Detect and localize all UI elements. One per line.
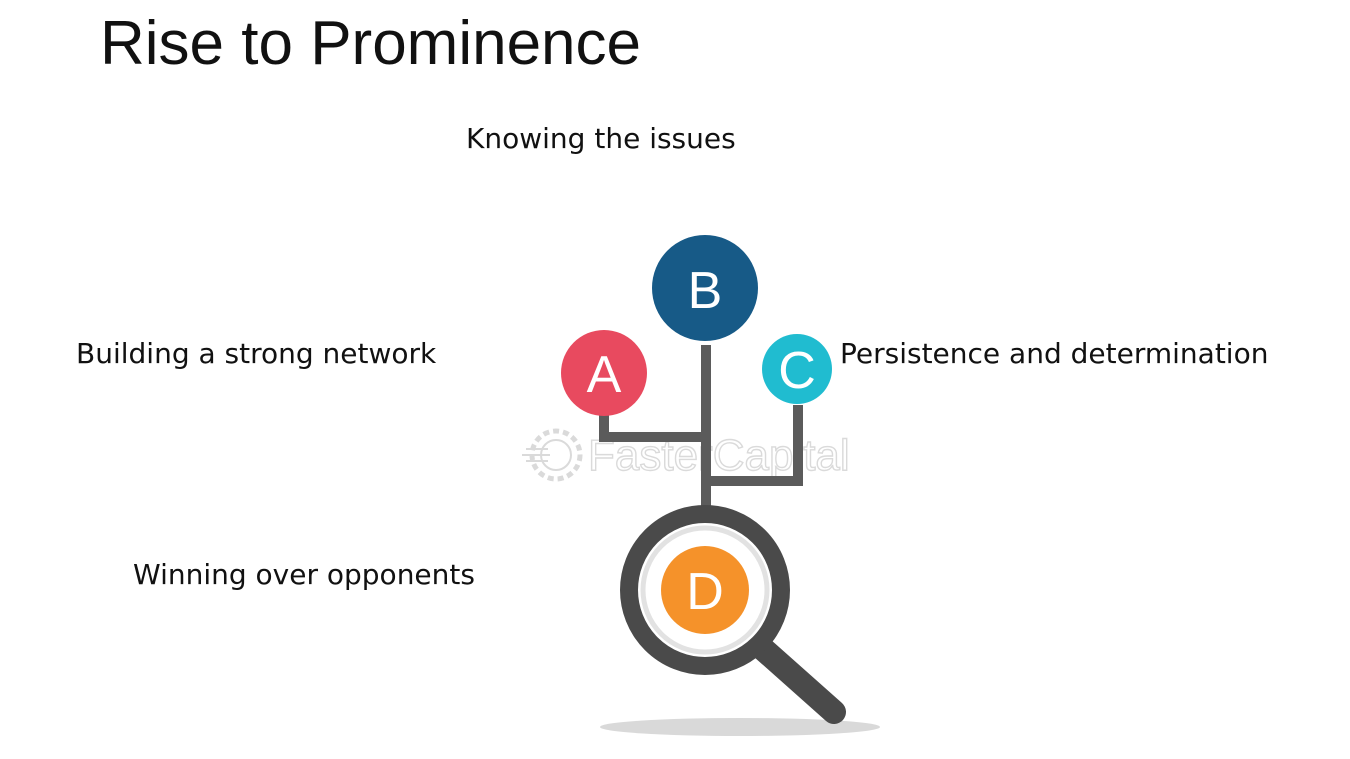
- node-b-letter: B: [688, 262, 723, 320]
- connector-a: [599, 410, 706, 442]
- node-c-letter: C: [778, 342, 816, 400]
- ground-shadow: [600, 718, 880, 736]
- connector-c: [706, 405, 803, 486]
- node-a: A: [561, 330, 647, 416]
- watermark-logo: FasterCapital: [522, 428, 850, 482]
- gear-icon: [522, 428, 583, 482]
- node-d-label: Winning over opponents: [133, 558, 475, 591]
- node-c-circle: [762, 334, 832, 404]
- node-a-letter: A: [587, 346, 622, 404]
- node-d: D: [661, 546, 749, 634]
- node-b: B: [652, 235, 758, 341]
- node-a-label: Building a strong network: [76, 337, 437, 370]
- node-b-circle: [652, 235, 758, 341]
- node-b-label: Knowing the issues: [466, 122, 736, 155]
- node-d-circle: [661, 546, 749, 634]
- node-c: C: [762, 334, 832, 404]
- node-c-label: Persistence and determination: [840, 337, 1269, 370]
- node-d-letter: D: [686, 563, 724, 621]
- page-title: Rise to Prominence: [100, 9, 642, 78]
- node-a-circle: [561, 330, 647, 416]
